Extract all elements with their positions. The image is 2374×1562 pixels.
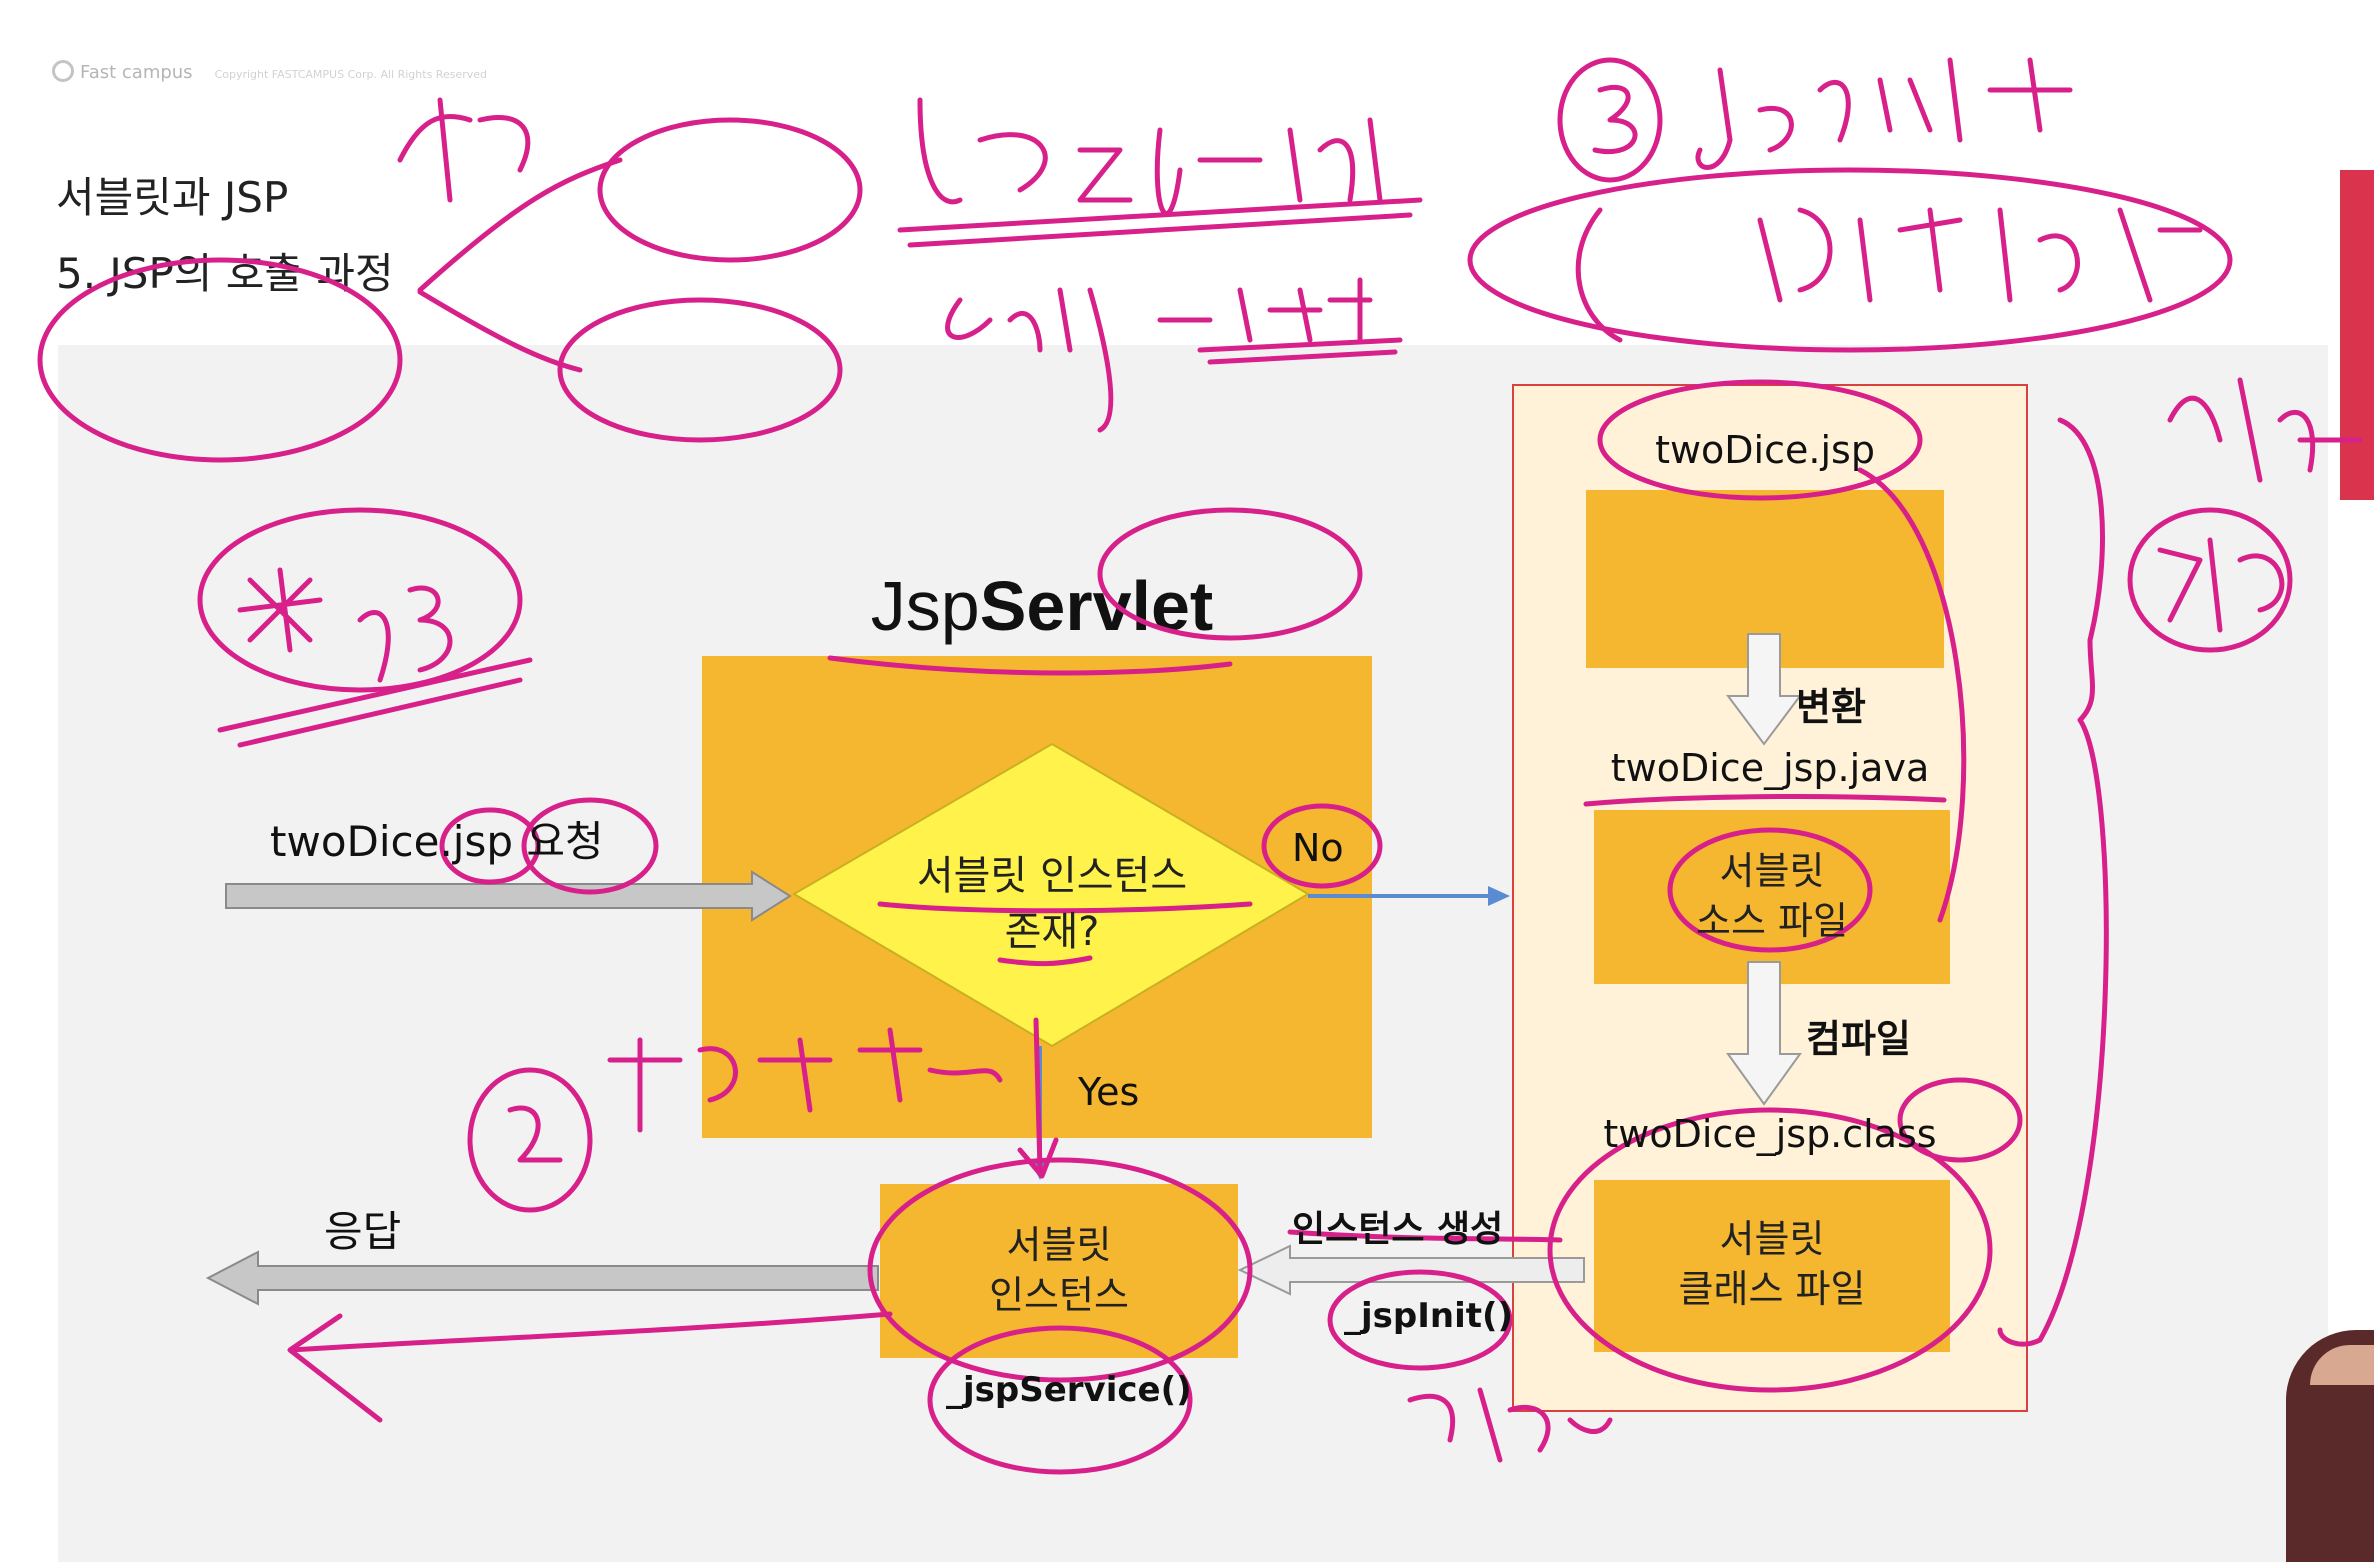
decision-line2: 존재? <box>1004 909 1100 955</box>
slide-title-line2: 5. JSP의 호출 과정 <box>56 249 394 298</box>
panel-file-java: twoDice_jsp.java <box>1610 746 1930 790</box>
yes-label: Yes <box>1078 1070 1140 1114</box>
annotation-circle-3 <box>1557 57 1663 183</box>
annotation-early-init-text <box>945 277 1373 433</box>
annotation-circle-no <box>1261 803 1383 889</box>
annotation-circle-class-file <box>1547 1107 1993 1393</box>
panel-file-jsp: twoDice.jsp <box>1655 428 1875 472</box>
no-arrow-head <box>1488 886 1510 906</box>
response-label: 응답 <box>324 1207 402 1256</box>
annotation-branch-upper <box>417 157 623 293</box>
servlet-class-line2: 클래스 파일 <box>1678 1267 1866 1311</box>
annotation-second-call-text <box>607 1027 1003 1133</box>
annotation-number-2 <box>507 1105 563 1163</box>
servlet-source-box <box>1594 810 1950 984</box>
request-arrow <box>225 870 792 922</box>
panel-file-class: twoDice_jsp.class <box>1603 1112 1937 1156</box>
annotation-circle-spring <box>557 297 843 443</box>
annotation-branch-lower <box>417 289 583 373</box>
annotation-number-1 <box>1575 207 1623 343</box>
decision-text: 서블릿 인스턴스 존재? <box>826 848 1278 960</box>
logo-icon <box>52 60 74 82</box>
annotation-circle-first-call <box>1467 167 2233 353</box>
compile-arrow <box>1726 961 1802 1106</box>
annotation-circle-dot <box>439 807 541 885</box>
annotation-circle-jsp-ext <box>521 797 659 895</box>
annotation-underline-jspservlet <box>827 655 1233 676</box>
no-label: No <box>1292 826 1344 870</box>
annotation-flow-curve <box>1857 467 1967 923</box>
annotation-delay-text <box>2157 537 2285 633</box>
annotation-lazy-init-text <box>917 97 1383 217</box>
servlet-class-text: 서블릿 클래스 파일 <box>1594 1214 1950 1314</box>
annotation-time-bracket <box>1997 417 2109 1347</box>
side-banner <box>2340 170 2374 500</box>
response-arrow <box>205 1250 879 1306</box>
annotation-response-arrow <box>287 1311 893 1423</box>
annotation-star-jsp-text <box>237 567 453 683</box>
decision-diamond <box>792 742 1310 1048</box>
servlet-class-line1: 서블릿 <box>1719 1217 1825 1261</box>
annotation-circle-source <box>1667 827 1873 953</box>
annotation-init-word <box>397 97 531 203</box>
compile-label: 컴파일 <box>1806 1017 1911 1061</box>
annotation-underline-exist <box>997 955 1093 967</box>
annotation-first-call-text <box>1757 207 2203 303</box>
jspservlet-title-prefix: Jsp <box>870 567 980 645</box>
convert-label: 변환 <box>1796 685 1866 729</box>
annotation-number-3 <box>1592 84 1638 155</box>
annotation-underline-java <box>1583 794 1947 807</box>
servlet-source-text: 서블릿 소스 파일 <box>1594 846 1950 946</box>
annotation-circle-jspservice <box>927 1325 1193 1475</box>
decision-line1: 서블릿 인스턴스 <box>916 853 1188 899</box>
fastcampus-logo: Fast campus Copyright FASTCAMPUS Corp. Al… <box>52 60 487 83</box>
jspinit-label: _jspInit() <box>1344 1296 1514 1336</box>
annotation-circle-star-jsp <box>197 507 523 693</box>
annotation-star-jsp-underline <box>217 657 533 748</box>
logo-text: Fast campus <box>80 62 193 83</box>
annotation-lazy-underline <box>897 197 1423 248</box>
annotation-circle-instance <box>867 1157 1253 1383</box>
servlet-instance-text: 서블릿 인스턴스 <box>880 1220 1238 1320</box>
servlet-class-box <box>1594 1180 1950 1352</box>
servlet-source-line1: 서블릿 <box>1719 849 1825 893</box>
servlet-source-line2: 소스 파일 <box>1696 899 1848 943</box>
annotation-circle-class <box>1897 1077 2023 1163</box>
annotation-underline-decision <box>877 901 1253 914</box>
annotation-circle-jspinit <box>1327 1269 1513 1371</box>
annotation-circle-twodice-jsp <box>1597 379 1923 501</box>
create-instance-label: 인스턴스 생성 <box>1292 1209 1504 1250</box>
annotation-circle-singleton <box>37 257 403 463</box>
annotation-circle-jspservlet-title <box>1097 507 1363 641</box>
annotation-circle-servlet <box>597 117 863 263</box>
annotation-jsp-change-text <box>1695 57 2073 170</box>
request-label: twoDice.jsp 요청 <box>270 817 604 866</box>
slide-title-line1: 서블릿과 JSP <box>56 173 289 222</box>
convert-arrow <box>1726 633 1802 746</box>
slide-title: 서블릿과 JSP 5. JSP의 호출 과정 <box>56 160 394 312</box>
copyright-text: Copyright FASTCAMPUS Corp. All Rights Re… <box>214 68 488 81</box>
servlet-instance-line2: 인스턴스 <box>989 1273 1129 1317</box>
annotation-circle-2 <box>467 1067 593 1213</box>
annotation-circle-delay <box>2127 507 2293 653</box>
annotation-yes-arrow <box>1017 1017 1059 1179</box>
annotation-underline-create <box>1287 1229 1563 1243</box>
annotation-time-text <box>2167 377 2363 483</box>
servlet-instance-line1: 서블릿 <box>1006 1223 1112 1267</box>
jspservice-label: _jspService() <box>946 1370 1192 1410</box>
handwritten-annotations <box>37 57 2363 1475</box>
annotation-early-underline <box>1197 337 1403 365</box>
annotation-init-bottom-text <box>1407 1387 1613 1463</box>
